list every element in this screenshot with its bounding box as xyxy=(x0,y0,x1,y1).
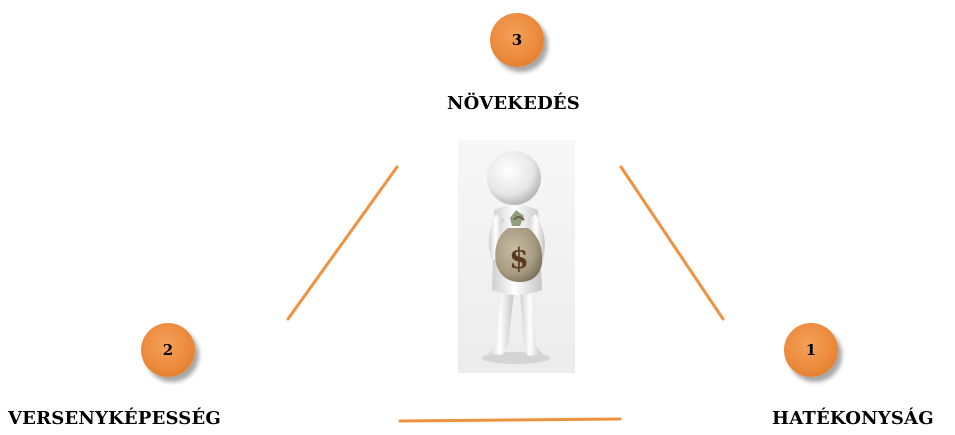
badge-left: 2 xyxy=(141,323,195,377)
badge-right: 1 xyxy=(784,323,838,377)
connector-left xyxy=(286,165,399,321)
label-right: HATÉKONYSÁG xyxy=(772,408,934,429)
label-left: VERSENYKÉPESSÉG xyxy=(8,408,221,429)
label-top: NÖVEKEDÉS xyxy=(447,93,580,114)
connector-bottom xyxy=(398,417,622,423)
connector-right xyxy=(619,165,725,321)
badge-top: 3 xyxy=(490,13,544,67)
badge-right-number: 1 xyxy=(805,341,817,359)
person-with-money-bag-icon: $ xyxy=(458,140,575,373)
dollar-sign: $ xyxy=(509,242,528,275)
badge-left-number: 2 xyxy=(162,341,174,359)
badge-top-number: 3 xyxy=(511,31,523,49)
